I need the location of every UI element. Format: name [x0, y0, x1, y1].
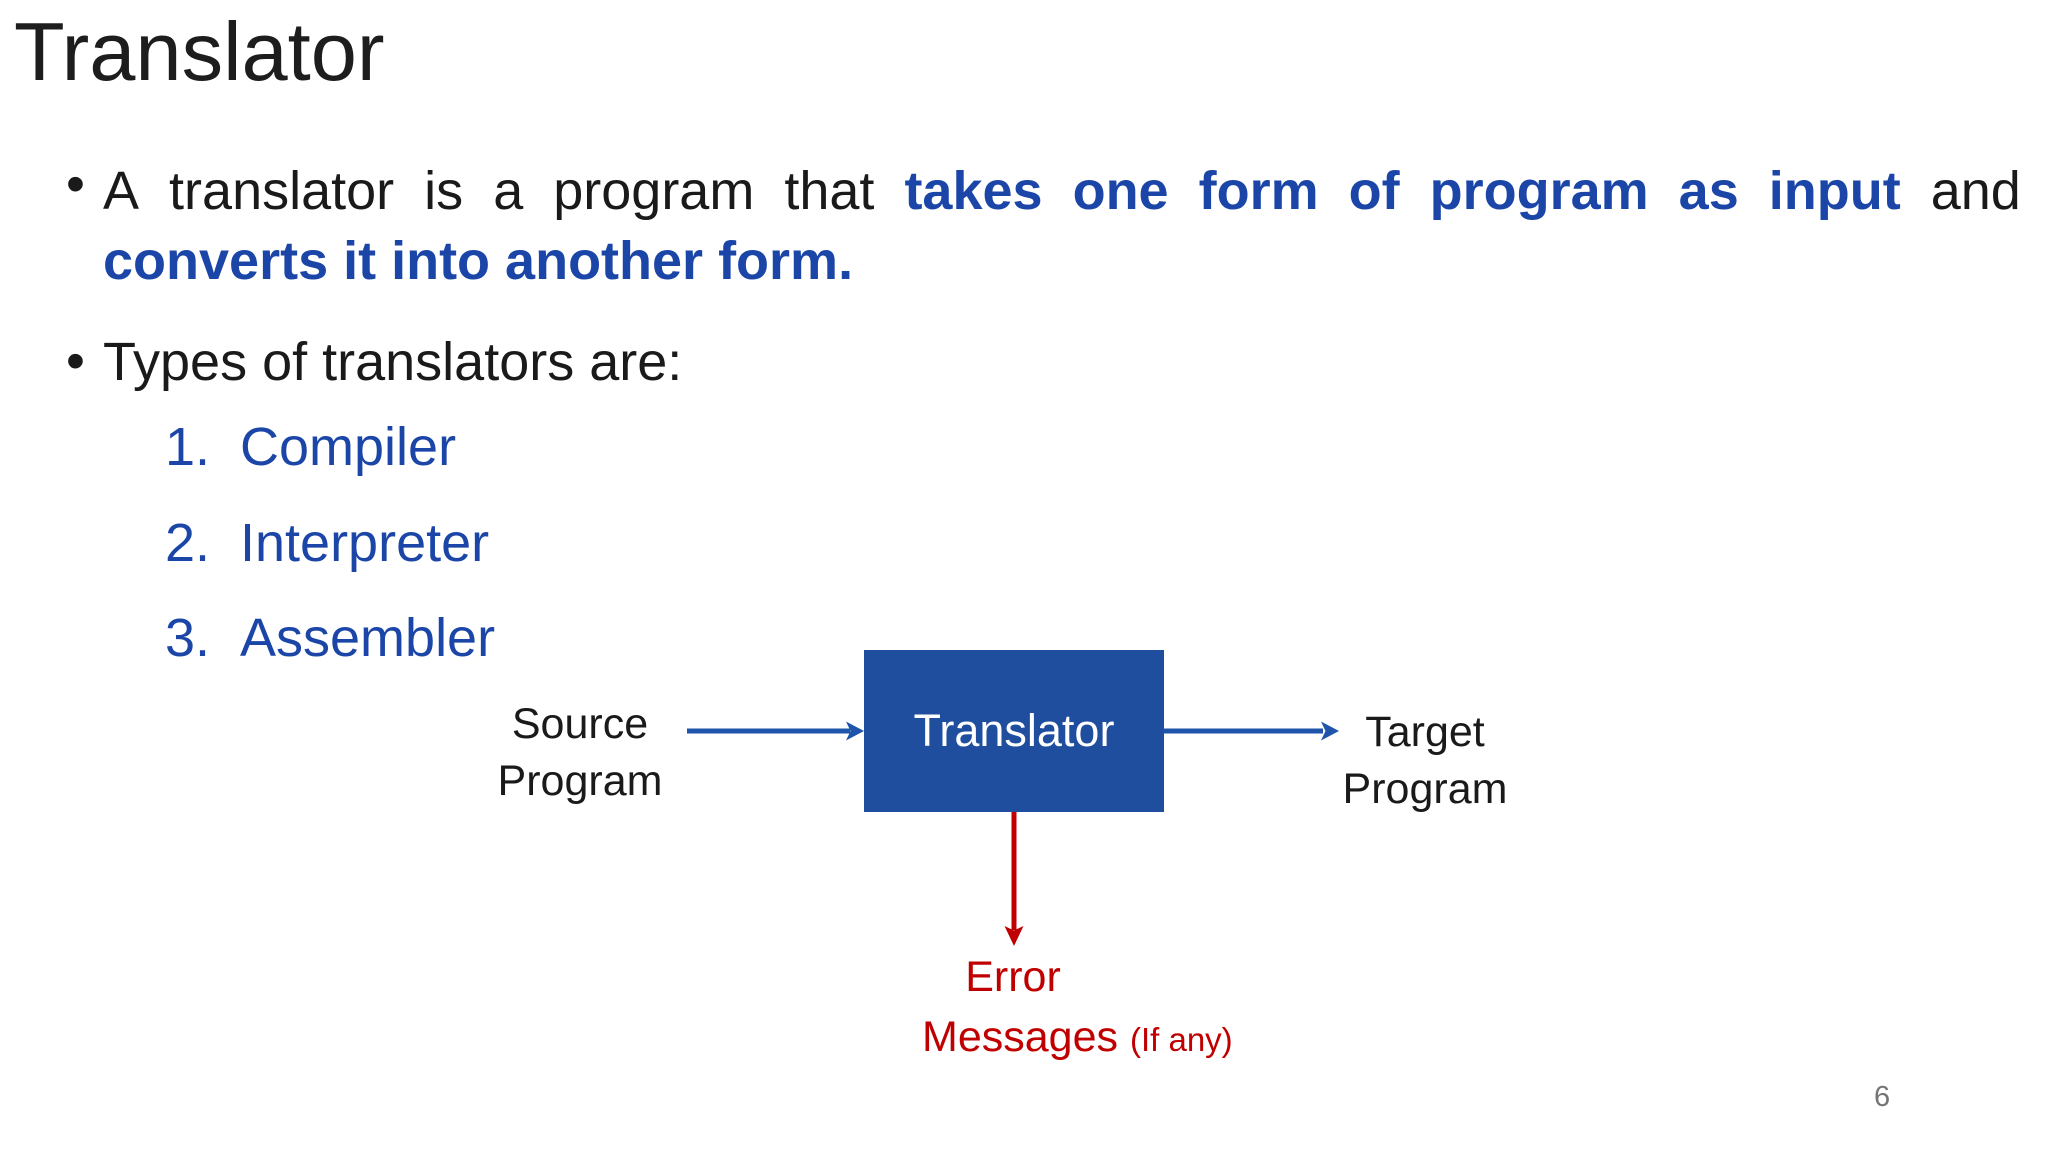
list-label: Assembler [240, 608, 496, 668]
bullet1-word-highlighted: of [1348, 161, 1400, 221]
bullet1-word: translator [169, 161, 395, 221]
bullet1-word: program [553, 161, 755, 221]
bullet1-word-highlighted: as [1678, 161, 1739, 221]
translator-process-box: Translator [864, 650, 1164, 812]
error-messages-arrow-icon [1004, 812, 1024, 946]
target-program-line1: Target [1365, 708, 1485, 756]
target-program-line2: Program [1342, 765, 1508, 813]
source-program-line2: Program [497, 757, 663, 805]
list-item-compiler: 1. Compiler [165, 400, 495, 496]
bullet1-word: A [103, 161, 140, 221]
translator-types-list: 1. Compiler 2. Interpreter 3. Assembler [165, 400, 495, 687]
bullet1-line2: converts it into another form. [103, 231, 854, 291]
list-number: 3. [165, 608, 211, 668]
bullet-types-of-translators: Types of translators are: [103, 332, 683, 392]
list-number: 2. [165, 512, 211, 573]
source-program-line1: Source [511, 700, 649, 748]
list-item-interpreter: 2. Interpreter [165, 496, 495, 592]
source-program-label: Source Program [480, 696, 680, 810]
target-program-label: Target Program [1325, 704, 1525, 818]
translator-box-label: Translator [913, 705, 1115, 756]
slide-title: Translator [14, 5, 385, 98]
list-label: Compiler [240, 417, 457, 477]
translator-to-target-arrow-icon [1163, 721, 1339, 741]
error-label-line2: Messages (If any) [922, 1012, 1233, 1065]
source-to-translator-arrow-icon [687, 721, 864, 741]
bullet1-word: is [424, 161, 464, 221]
error-messages-text: Messages [922, 1013, 1118, 1061]
bullet1-word: and [1930, 161, 2021, 221]
bullet-dot-icon: • [66, 331, 85, 391]
list-label: Interpreter [240, 512, 490, 573]
list-number: 1. [165, 417, 211, 477]
page-number: 6 [1874, 1081, 1891, 1113]
bullet1-word-highlighted: program [1429, 161, 1649, 221]
bullet1-word: that [784, 161, 875, 221]
bullet1-word-highlighted: input [1768, 161, 1901, 221]
error-if-any-note: (If any) [1129, 1021, 1233, 1058]
bullet1-word-highlighted: form [1198, 161, 1319, 221]
bullet-dot-icon: • [66, 154, 85, 214]
list-item-assembler: 3. Assembler [165, 591, 495, 687]
bullet1-word-highlighted: takes [904, 161, 1043, 221]
bullet1-word-highlighted: one [1072, 161, 1169, 221]
bullet1-word: a [493, 161, 524, 221]
error-label-line1: Error [965, 953, 1061, 1001]
